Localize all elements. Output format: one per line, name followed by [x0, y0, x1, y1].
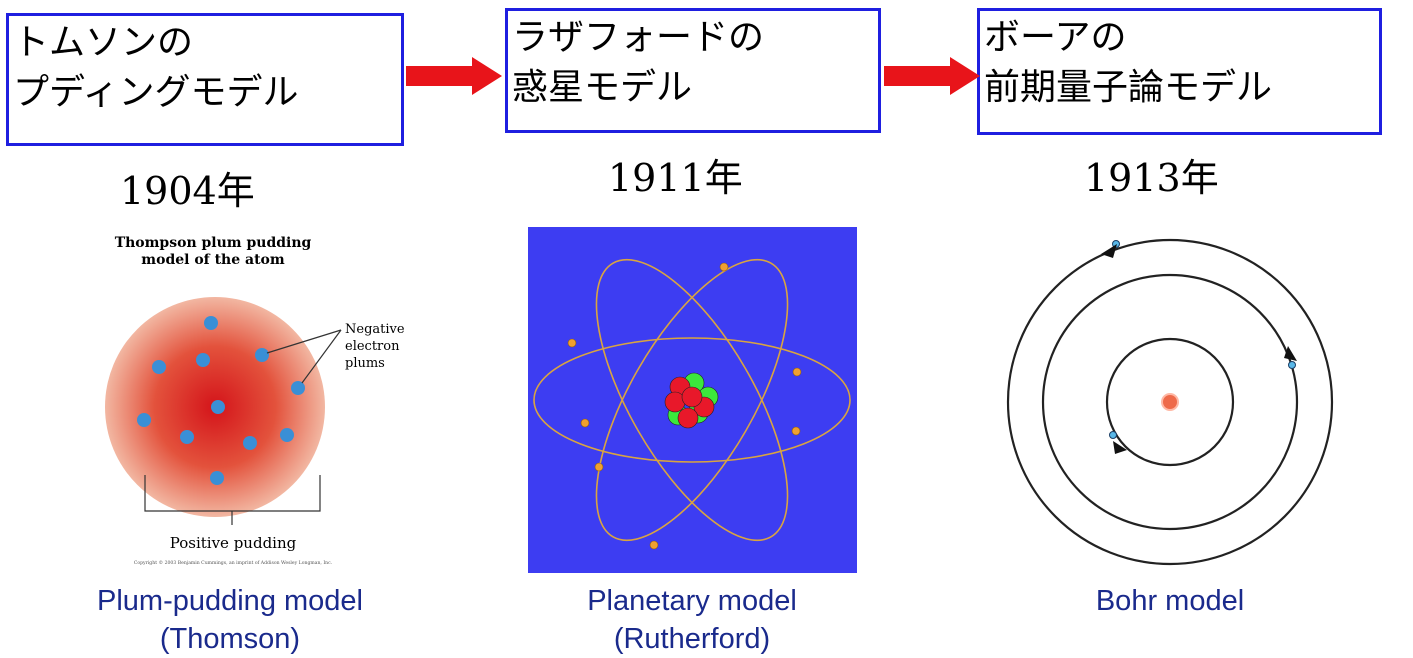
plum-pudding-figure: Thompson plum pudding model of the atom … [105, 235, 405, 566]
planetary-figure [528, 227, 857, 573]
caption-line1: Plum-pudding model [97, 585, 363, 617]
title-box-thomson: トムソンの プディングモデル [6, 13, 404, 146]
bohr-electrons [1109, 240, 1296, 439]
electron-leader-lines [266, 329, 342, 384]
year-rutherford: 1911年 [608, 156, 743, 200]
label-electrons-line1: Negative [345, 322, 405, 337]
title-line2: プディングモデル [13, 72, 299, 113]
pudding-bracket [144, 475, 321, 525]
figure-copyright: Copyright © 2003 Benjamin Cummings, an i… [134, 559, 333, 566]
title-line1: ラザフォードの [512, 17, 765, 58]
title-line2: 前期量子論モデル [984, 67, 1273, 108]
orbit-direction-arrows [1101, 244, 1297, 454]
label-electrons-line2: electron [345, 339, 400, 354]
caption-rutherford: Planetary model (Rutherford) [542, 582, 842, 658]
right-arrow-icon [406, 57, 502, 95]
caption-thomson: Plum-pudding model (Thomson) [80, 582, 380, 658]
bohr-figure [1006, 238, 1334, 566]
caption-line1: Bohr model [1095, 585, 1245, 617]
title-box-rutherford: ラザフォードの 惑星モデル [505, 8, 881, 133]
bohr-nucleus [1161, 393, 1179, 411]
bohr-orbits [1006, 238, 1334, 566]
orbiting-electrons [567, 262, 802, 550]
caption-line2: (Thomson) [159, 623, 301, 655]
title-box-bohr: ボーアの 前期量子論モデル [977, 8, 1382, 135]
label-electrons-line3: plums [345, 356, 385, 371]
label-pudding: Positive pudding [170, 534, 297, 552]
title-line2: 惑星モデル [512, 67, 693, 108]
caption-line2: (Rutherford) [613, 623, 771, 655]
year-bohr: 1913年 [1084, 156, 1219, 200]
figure-heading-line2: model of the atom [141, 252, 285, 268]
title-line1: トムソンの [13, 22, 194, 63]
year-thomson: 1904年 [120, 169, 255, 213]
nucleus [664, 372, 719, 429]
caption-bohr: Bohr model [1020, 582, 1320, 620]
electron-plums [137, 316, 305, 485]
right-arrow-icon [884, 57, 980, 95]
title-line1: ボーアの [984, 17, 1127, 58]
electron-orbits [533, 258, 851, 542]
figure-heading-line1: Thompson plum pudding [115, 235, 312, 251]
caption-line1: Planetary model [587, 585, 797, 617]
